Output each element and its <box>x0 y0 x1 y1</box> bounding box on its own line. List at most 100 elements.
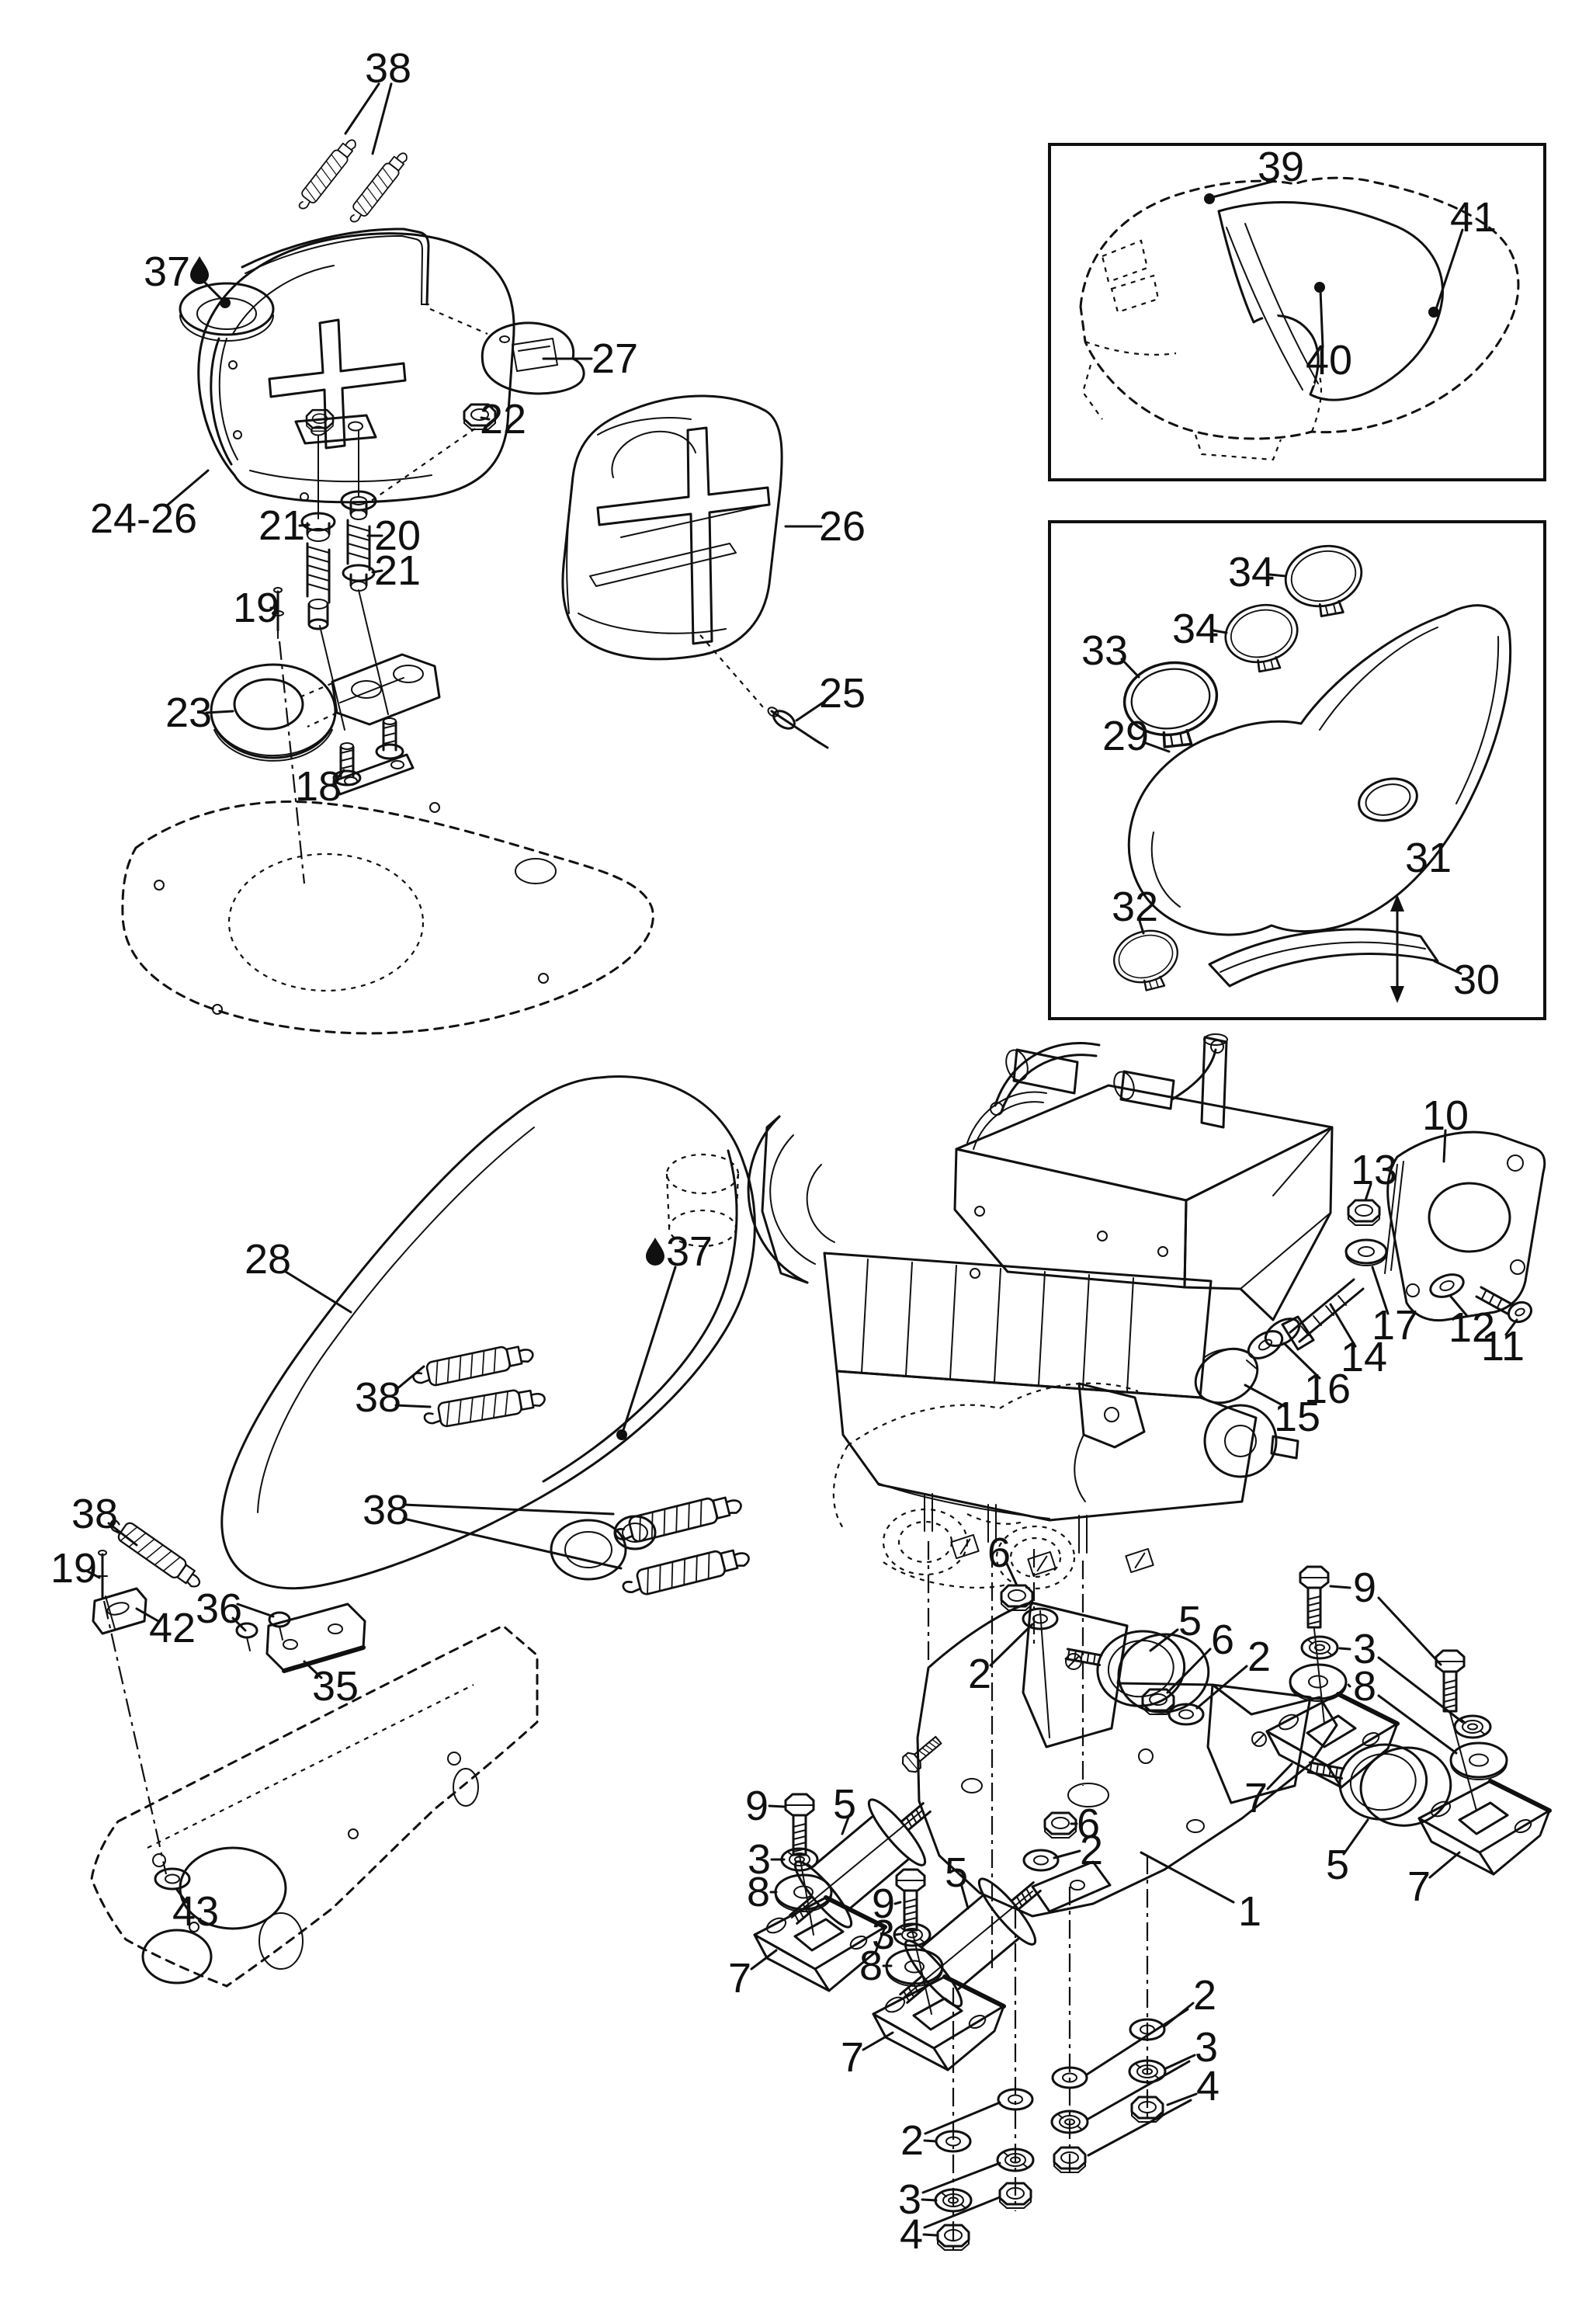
rubber-cap-27 <box>429 307 585 395</box>
callout-28: 28 <box>245 1236 352 1314</box>
callout-label-30: 30 <box>1453 957 1500 1003</box>
callout-2: 2 <box>1085 1972 1216 2076</box>
callout-label-5: 5 <box>945 1849 968 1896</box>
callout-label-38: 38 <box>363 1487 409 1533</box>
callout-7: 7 <box>1244 1762 1293 1821</box>
callout-34: 34 <box>1228 549 1287 596</box>
callout-2: 2 <box>900 2101 1001 2164</box>
callout-27: 27 <box>542 335 638 382</box>
callout-6: 6 <box>1166 1616 1234 1694</box>
callout-8: 8 <box>747 1869 778 1915</box>
engine-mount-assembly <box>898 1541 1549 2253</box>
callout-38: 38 <box>355 1365 432 1421</box>
muffler-assembly-24-26 <box>121 227 654 1035</box>
exhaust-cone-29 <box>1127 604 1512 936</box>
callout-label-38: 38 <box>365 45 411 92</box>
callout-5: 5 <box>1326 1818 1369 1888</box>
pin-19 <box>272 587 284 639</box>
callout-3: 3 <box>1087 2024 1218 2120</box>
callout-label-20: 20 <box>374 512 421 559</box>
sleeve <box>307 599 329 630</box>
callout-6: 6 <box>987 1530 1018 1587</box>
callout-label-3: 3 <box>872 1912 895 1958</box>
callout-38: 38 <box>344 45 411 155</box>
callout-20: 20 <box>366 512 421 559</box>
pin-19-left <box>97 1550 108 1599</box>
callout-37: 37 <box>621 1228 713 1434</box>
callout-label-26: 26 <box>819 503 866 550</box>
callout-8: 8 <box>1347 1663 1458 1755</box>
callout-label-3: 3 <box>1195 2024 1218 2071</box>
exhaust-flange <box>299 653 441 727</box>
mount-bracket-1 <box>916 1601 1338 1918</box>
callout-12: 12 <box>1449 1295 1495 1351</box>
callout-label-6: 6 <box>1211 1616 1234 1663</box>
callout-label-41: 41 <box>1450 194 1497 241</box>
callout-33: 33 <box>1081 627 1140 679</box>
callout-label-1: 1 <box>1238 1888 1261 1935</box>
callout-label-4: 4 <box>900 2211 923 2258</box>
callout-5: 5 <box>833 1781 856 1835</box>
stud-bolts-18 <box>332 717 415 796</box>
callout-3: 3 <box>872 1912 902 1958</box>
callout-label-39: 39 <box>1258 144 1304 190</box>
callout-label-17: 17 <box>1372 1302 1418 1349</box>
flywheel-housing <box>747 1115 835 1284</box>
callout-label-34: 34 <box>1172 606 1219 652</box>
callout-label-5: 5 <box>1326 1842 1349 1888</box>
spring-20 <box>346 519 371 571</box>
callout-label-8: 8 <box>859 1943 883 1989</box>
reinforcement-plate-35 <box>265 1602 366 1673</box>
callout-label-5: 5 <box>833 1781 856 1828</box>
callout-11: 11 <box>1481 1318 1525 1370</box>
callout-2: 2 <box>1053 1827 1103 1873</box>
callout-label-18: 18 <box>295 763 342 810</box>
callout-7: 7 <box>841 2031 894 2081</box>
callout-label-27: 27 <box>592 335 638 382</box>
callout-3: 3 <box>748 1836 786 1883</box>
inset-box-hood <box>1048 143 1546 481</box>
callout-label-33: 33 <box>1081 627 1128 674</box>
callout-label-43: 43 <box>172 1888 219 1935</box>
callout-label-7: 7 <box>728 1955 751 2002</box>
callout-label-3: 3 <box>1353 1626 1376 1672</box>
callout-18: 18 <box>295 763 345 810</box>
callout-16: 16 <box>1282 1342 1351 1412</box>
tuned-pipe-28 <box>220 1075 756 1590</box>
callout-10: 10 <box>1422 1092 1469 1163</box>
inset-hood-content <box>1079 176 1520 461</box>
callout-label-42: 42 <box>149 1605 196 1651</box>
callout-label-31: 31 <box>1405 835 1452 881</box>
callout-label-7: 7 <box>1244 1775 1268 1821</box>
callout-1: 1 <box>1140 1851 1261 1935</box>
callout-26: 26 <box>784 503 866 550</box>
rivet-25 <box>767 707 829 749</box>
callout-label-6: 6 <box>1077 1800 1100 1847</box>
callout-31: 31 <box>1405 835 1452 881</box>
washer-17 <box>1344 1238 1388 1266</box>
callout-label-28: 28 <box>245 1236 291 1283</box>
callout-label-2: 2 <box>1193 1972 1216 2019</box>
callout-3: 3 <box>1338 1626 1464 1724</box>
callout-label-7: 7 <box>841 2034 864 2081</box>
callout-9: 9 <box>745 1783 786 1829</box>
callout-9: 9 <box>872 1880 902 1927</box>
bracket-42 <box>92 1587 147 1635</box>
callout-label-25: 25 <box>819 670 866 717</box>
screws-36 <box>235 1611 291 1651</box>
callout-label-19: 19 <box>50 1545 97 1592</box>
callout-43: 43 <box>172 1888 219 1935</box>
callout-label-2: 2 <box>1247 1634 1271 1680</box>
callout-8: 8 <box>859 1943 893 1989</box>
callout-label-5: 5 <box>1178 1598 1202 1644</box>
callout-21: 21 <box>371 547 421 594</box>
callout-label-3: 3 <box>748 1836 771 1883</box>
callout-7: 7 <box>728 1949 778 2002</box>
callout-label-23: 23 <box>165 689 212 736</box>
callout-label-8: 8 <box>747 1869 770 1915</box>
callout-label-4: 4 <box>1196 2063 1220 2109</box>
callout-37: 37 <box>144 248 225 303</box>
callout-5: 5 <box>1149 1598 1202 1652</box>
